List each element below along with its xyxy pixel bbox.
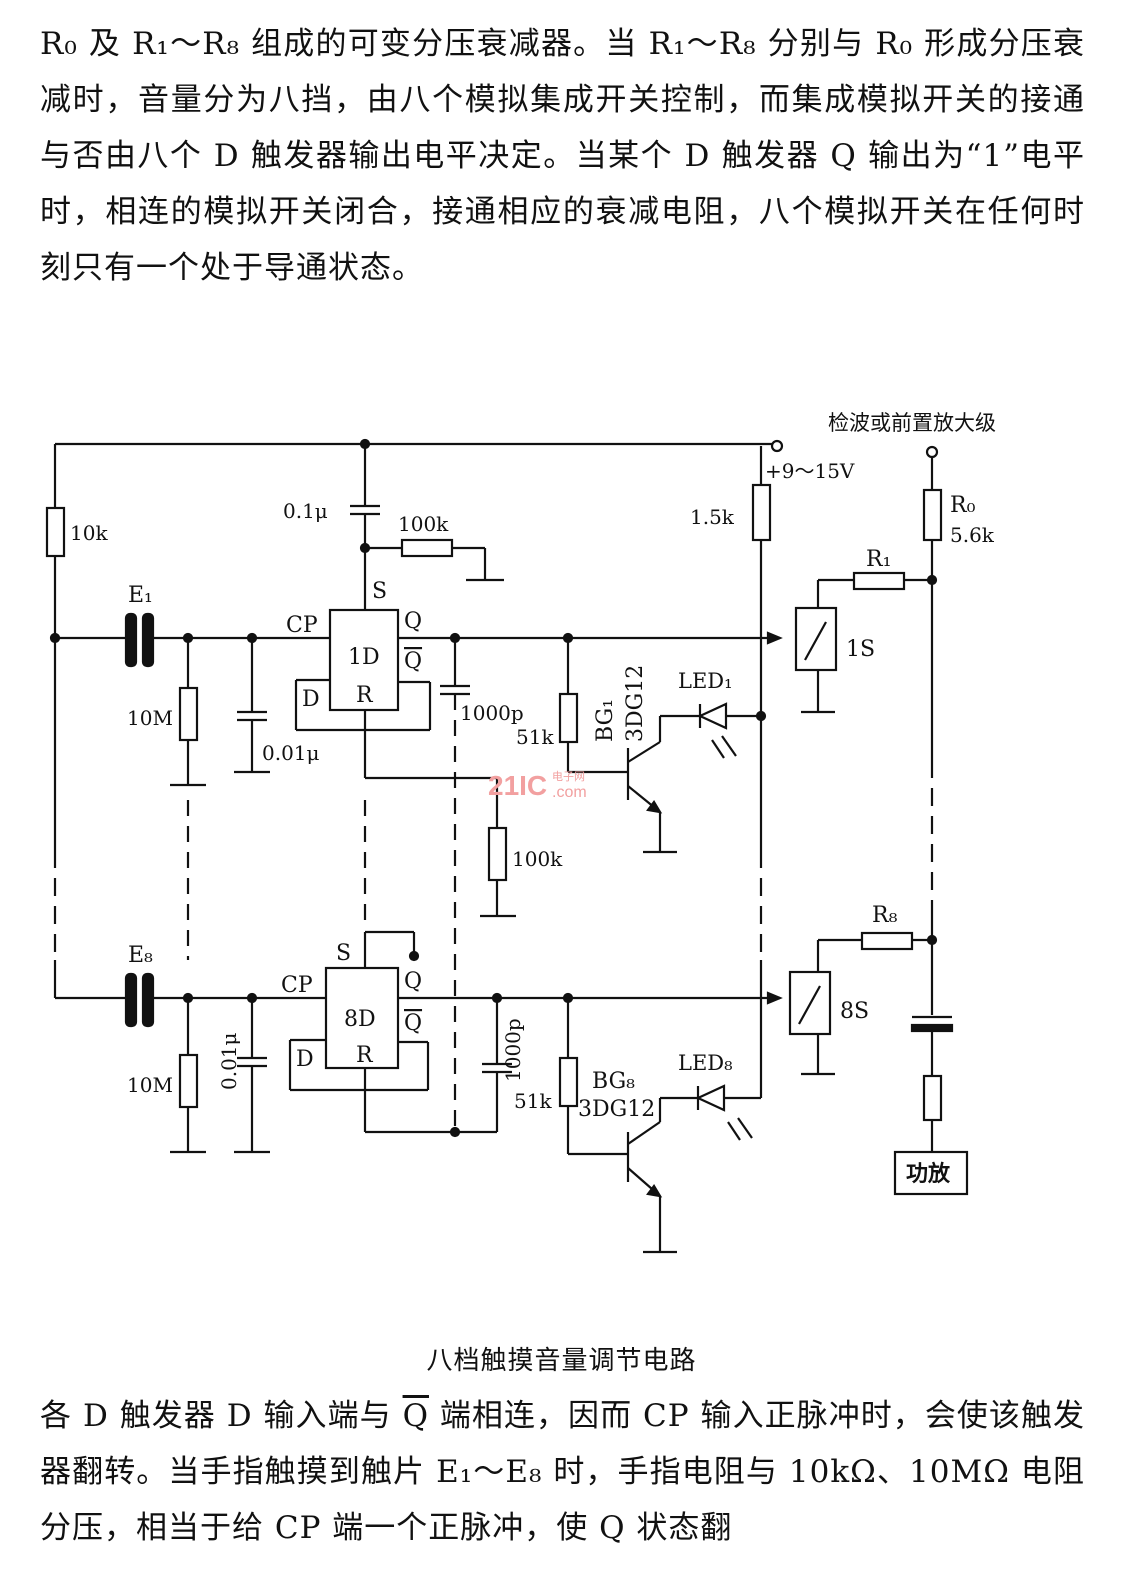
resistor-51k-8 (558, 998, 628, 1156)
resistor-10m-8 (170, 998, 206, 1154)
label-1s: 1S (846, 637, 875, 662)
touch-plate-e1 (55, 612, 330, 668)
label-ff1: 1D (348, 645, 380, 670)
svg-text:21IC: 21IC (488, 770, 547, 801)
label-led8: LED₈ (678, 1051, 733, 1075)
led-8 (660, 1084, 761, 1141)
label-1000p-8: 1000p (501, 1018, 525, 1082)
transistor-bg8 (626, 1098, 677, 1254)
watermark-21ic: 21IC 电子网 .com (488, 770, 587, 801)
label-1-5k: 1.5k (690, 505, 735, 529)
label-r0-value: 5.6k (950, 523, 995, 547)
label-100k-top: 100k (398, 512, 449, 536)
label-ff8: 8D (344, 1007, 376, 1032)
top-supply-rail (55, 438, 784, 485)
label-qbar8: Q (404, 1011, 422, 1036)
transistor-bg1 (626, 716, 677, 854)
flip-flop-1d (294, 608, 780, 828)
label-1000p-1: 1000p (460, 701, 524, 725)
label-r8: R₈ (872, 903, 898, 928)
label-cp1: CP (286, 613, 318, 638)
led-1 (660, 702, 761, 759)
svg-text:电子网: 电子网 (552, 770, 585, 783)
resistor-100k-top (365, 538, 504, 582)
label-supply: +9～15V (765, 459, 855, 483)
capacitor-0-01u-8 (234, 998, 270, 1154)
flip-flop-8d (288, 930, 780, 1138)
label-power-amp: 功放 (906, 1161, 951, 1187)
label-detector: 检波或前置放大级 (828, 411, 996, 435)
label-bg1: BG₁ (593, 699, 618, 742)
touch-volume-circuit-diagram: 10k 0.1μ 100k E₁ 10M 0.01 (45, 411, 996, 1254)
explanation-paragraph: 各 D 触发器 D 输入端与 Q 端相连，因而 CP 输入正脉冲时，会使该触发器… (40, 1388, 1085, 1556)
resistor-r1 (852, 571, 932, 591)
label-led1: LED₁ (678, 669, 733, 693)
label-s8: S (336, 941, 351, 966)
label-r0: R₀ (950, 493, 976, 518)
resistor-10m-1 (170, 638, 206, 787)
text-after-qbar: 端相连，因而 CP 输入正脉冲时，会使该触发器翻转。当手指触摸到触片 E₁～E₈… (40, 1398, 1086, 1546)
label-51k-8: 51k (514, 1089, 552, 1113)
resistor-100k-mid (480, 826, 516, 918)
power-amp-box (893, 1150, 969, 1196)
label-bg8-type: 3DG12 (578, 1097, 655, 1122)
capacitor-0-01u-1 (234, 638, 270, 774)
output-coupling (910, 1015, 954, 1152)
capacitor-1000p-8 (482, 998, 512, 1132)
touch-plate-e8 (55, 972, 326, 1028)
svg-text:.com: .com (552, 784, 587, 801)
label-0-01u-8: 0.01μ (217, 1032, 241, 1090)
label-10m-1: 10M (127, 706, 173, 730)
label-e8: E₈ (128, 943, 153, 968)
label-0-01u-1: 0.01μ (262, 741, 320, 765)
analog-switch-8s (766, 938, 862, 1076)
label-d1: D (302, 687, 320, 712)
label-100k-mid: 100k (512, 847, 563, 871)
label-s1: S (372, 579, 387, 604)
label-r1pin: R (356, 683, 374, 708)
label-bg1-type: 3DG12 (623, 665, 648, 742)
resistor-r0 (922, 445, 943, 1015)
label-q1: Q (404, 609, 422, 634)
label-bg8: BG₈ (592, 1069, 635, 1094)
label-cp8: CP (281, 973, 313, 998)
resistor-10k (45, 444, 66, 998)
label-q8: Q (404, 969, 422, 994)
label-r8pin: R (356, 1043, 374, 1068)
label-8s: 8S (840, 999, 869, 1024)
label-51k-1: 51k (516, 725, 554, 749)
resistor-51k-1 (558, 638, 628, 774)
text-before-qbar: 各 D 触发器 D 输入端与 (40, 1398, 403, 1434)
label-d8: D (296, 1047, 314, 1072)
analog-switch-1s (766, 578, 854, 714)
label-r1: R₁ (866, 547, 891, 572)
label-10m-8: 10M (127, 1073, 173, 1097)
label-e1: E₁ (128, 583, 153, 608)
figure-caption: 八档触摸音量调节电路 (426, 1346, 697, 1376)
label-qbar1: Q (404, 649, 422, 674)
intro-paragraph: R₀ 及 R₁～R₈ 组成的可变分压衰减器。当 R₁～R₈ 分别与 R₀ 形成分… (40, 26, 1085, 286)
label-10k: 10k (70, 521, 108, 545)
label-0-1u: 0.1μ (283, 499, 328, 523)
capacitor-1000p-1 (440, 638, 470, 1132)
qbar-symbol: Q (402, 1398, 429, 1434)
resistor-r8 (860, 931, 938, 951)
resistor-1-5k (751, 483, 772, 1098)
